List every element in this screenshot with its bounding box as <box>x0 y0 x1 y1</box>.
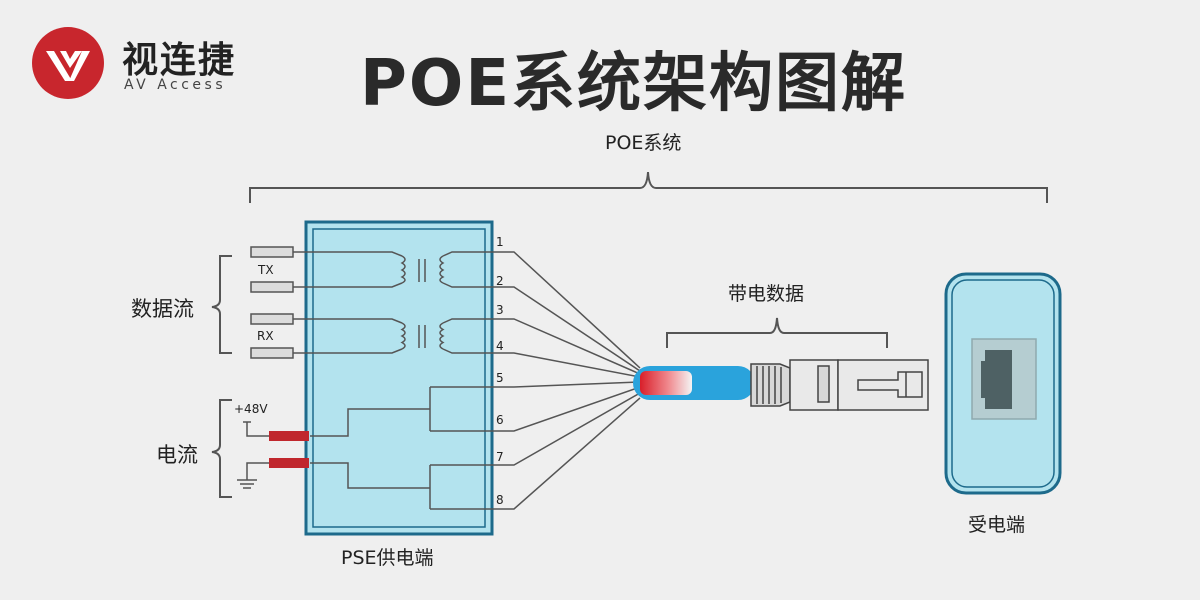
logo-mark-icon <box>32 27 104 99</box>
rj45-plug-icon <box>750 359 929 411</box>
data-stream-label: 数据流 <box>131 297 194 321</box>
rx-terminal-2 <box>250 347 294 359</box>
data-stream-brace <box>211 255 232 354</box>
pin-number: 3 <box>496 303 504 317</box>
tx-terminal-1 <box>250 246 294 258</box>
current-label: 电流 <box>156 443 198 467</box>
voltage-label: +48V <box>234 402 268 416</box>
rx-terminal-1 <box>250 313 294 325</box>
tx-label: TX <box>258 263 274 277</box>
pin-number: 2 <box>496 274 504 288</box>
current-brace <box>211 399 232 498</box>
power-connector-positive <box>269 431 309 441</box>
pin-number: 6 <box>496 413 504 427</box>
pin-number: 1 <box>496 235 504 249</box>
brand-name: 视连捷 <box>122 40 237 81</box>
brand-subtitle: AV Access <box>124 77 227 93</box>
pin-number: 8 <box>496 493 504 507</box>
pin-number: 5 <box>496 371 504 385</box>
pd-label: 受电端 <box>968 514 1026 536</box>
page-title: POE系统架构图解 <box>360 47 908 121</box>
brand-logo: 视连捷 AV Access <box>32 27 262 99</box>
pse-box <box>304 220 494 536</box>
pin-number: 7 <box>496 450 504 464</box>
powered-data-label: 带电数据 <box>728 283 805 305</box>
powered-data-brace <box>666 317 888 348</box>
pse-label: PSE供电端 <box>341 547 434 569</box>
power-connector-ground <box>269 458 309 468</box>
system-label: POE系统 <box>605 132 682 154</box>
system-brace <box>249 171 1048 203</box>
tx-terminal-2 <box>250 281 294 293</box>
pin-number: 4 <box>496 339 504 353</box>
rx-label: RX <box>257 329 274 343</box>
